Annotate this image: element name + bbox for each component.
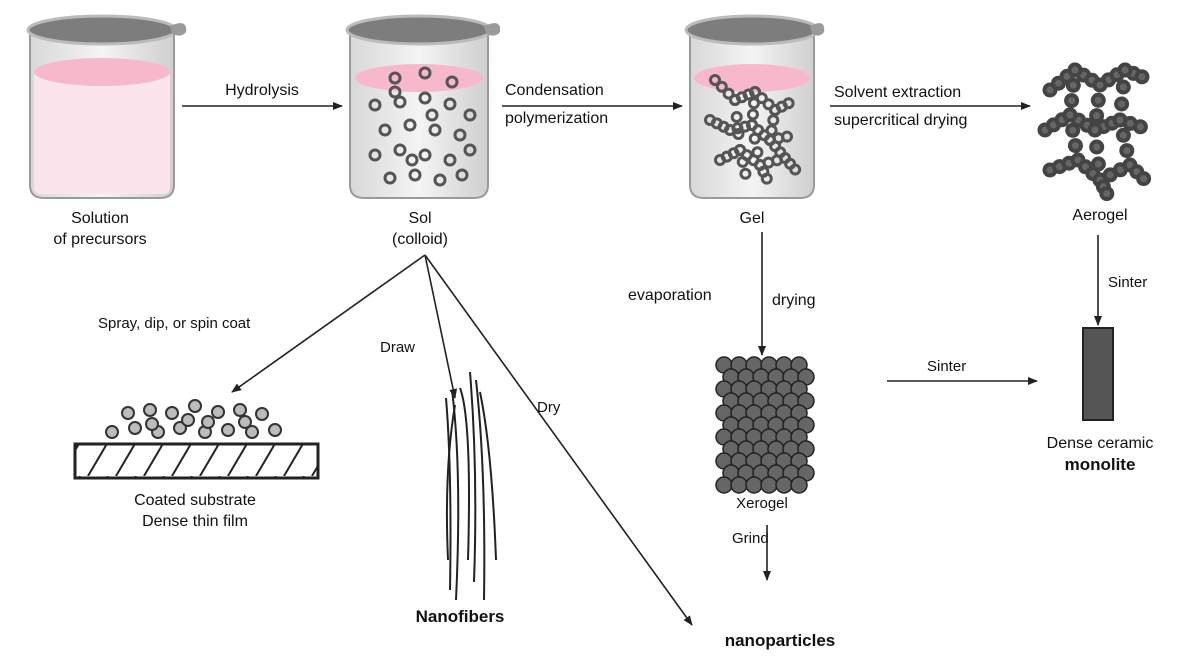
label-nanofibers: Nanofibers (415, 607, 505, 626)
label-ceramic: Dense ceramic monolite (1046, 435, 1154, 474)
label-sinter-xerogel: Sinter (927, 358, 967, 375)
label-xerogel: Xerogel (736, 495, 788, 512)
beaker-gel (684, 14, 825, 199)
label-condensation: Condensation polymerization (505, 82, 609, 127)
label-evaporation: evaporation (628, 287, 712, 304)
label-draw: Draw (380, 339, 416, 356)
label-hydrolysis: Hydrolysis (225, 82, 299, 99)
solution-liquid (34, 70, 170, 194)
process-arrows (182, 102, 1102, 626)
ceramic-monolith (1082, 327, 1114, 421)
label-dry: Dry (537, 399, 561, 416)
gel-network (704, 74, 802, 185)
arrow-coat (231, 254, 426, 393)
beaker-solution (26, 14, 187, 199)
label-coated: Coated substrate Dense thin film (134, 492, 256, 530)
coating-particles (105, 399, 282, 439)
label-sinter-aerogel: Sinter (1108, 274, 1148, 291)
label-aerogel: Aerogel (1072, 207, 1128, 224)
arrow-draw (424, 254, 458, 399)
nanofibers (445, 371, 497, 601)
label-drying: drying (772, 292, 816, 309)
label-nanoparticles: nanoparticles (724, 631, 836, 650)
beaker-sol (345, 14, 501, 199)
label-sol: Sol (colloid) (391, 210, 448, 248)
coated-substrate (73, 399, 320, 480)
label-solvent-extraction: Solvent extraction supercritical drying (834, 84, 968, 129)
arrow-dry (424, 254, 693, 626)
aerogel-network (1037, 62, 1152, 202)
label-coat: Spray, dip, or spin coat (98, 315, 251, 332)
label-grind: Grind (732, 530, 769, 547)
xerogel-packed-spheres (715, 356, 815, 494)
label-gel: Gel (739, 210, 765, 227)
colloid-particles (368, 66, 477, 187)
label-solution: Solution of precursors (53, 210, 147, 248)
